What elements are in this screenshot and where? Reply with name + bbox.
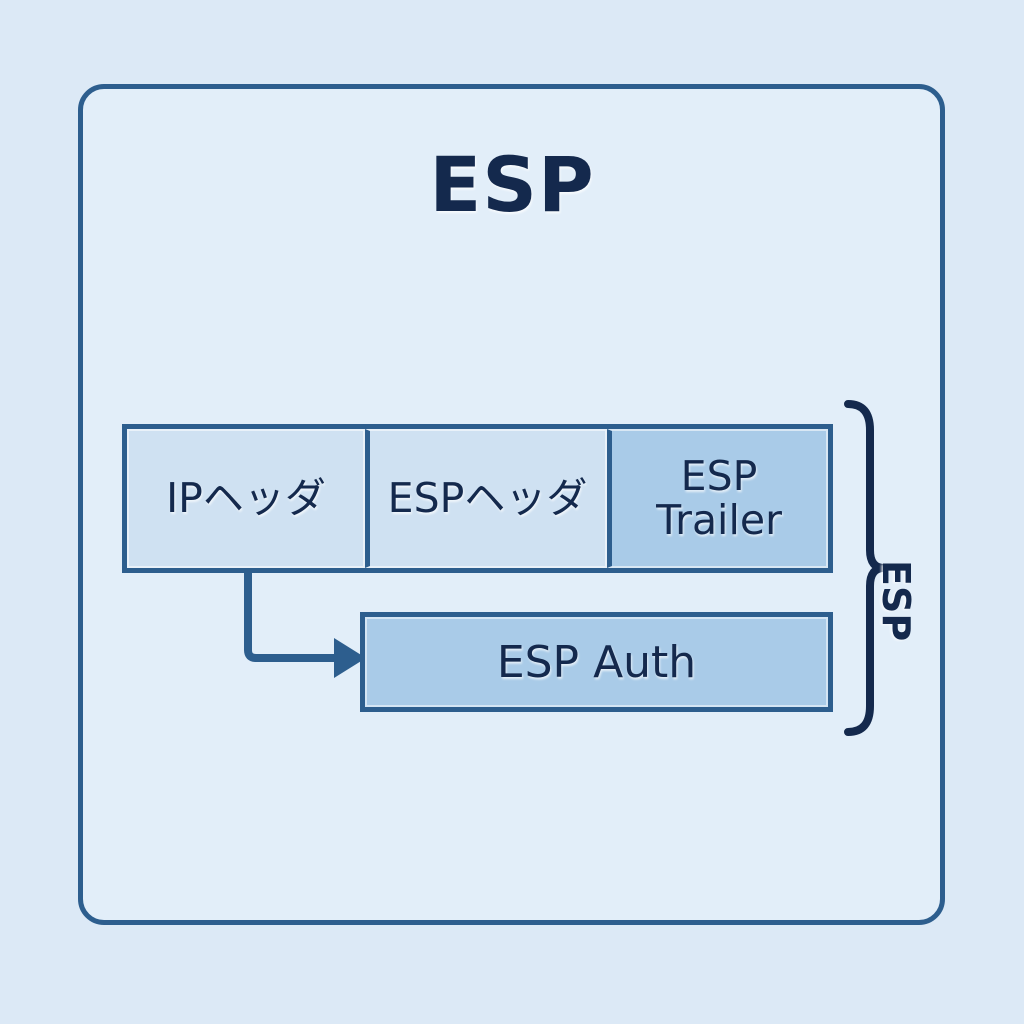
brace-path (844, 400, 886, 736)
connector-line (244, 568, 340, 662)
packet-cell-ip-header-label: IPヘッダ (166, 473, 326, 522)
esp-auth-bar: ESP Auth (360, 612, 833, 712)
esp-auth-bar-inner: ESP Auth (365, 617, 828, 707)
connector-arrowhead (334, 638, 366, 678)
packet-structure-row: IPヘッダ ESPヘッダ ESP Trailer (122, 424, 833, 573)
esp-group-brace (844, 400, 886, 736)
packet-cell-esp-header: ESPヘッダ (365, 429, 607, 568)
page-title: ESP (429, 140, 595, 229)
esp-auth-bar-label: ESP Auth (496, 636, 697, 688)
packet-cell-esp-trailer-label-line2: Trailer (656, 495, 782, 544)
packet-cell-ip-header: IPヘッダ (127, 429, 365, 568)
packet-cell-esp-trailer-label: ESP Trailer (656, 455, 782, 541)
packet-cell-esp-trailer: ESP Trailer (607, 429, 828, 568)
packet-cell-esp-header-label: ESPヘッダ (387, 473, 588, 522)
ip-header-to-esp-auth-arrow (244, 568, 366, 678)
esp-group-brace-label: ESP (874, 560, 918, 642)
packet-cell-esp-trailer-label-line1: ESP (680, 452, 758, 501)
